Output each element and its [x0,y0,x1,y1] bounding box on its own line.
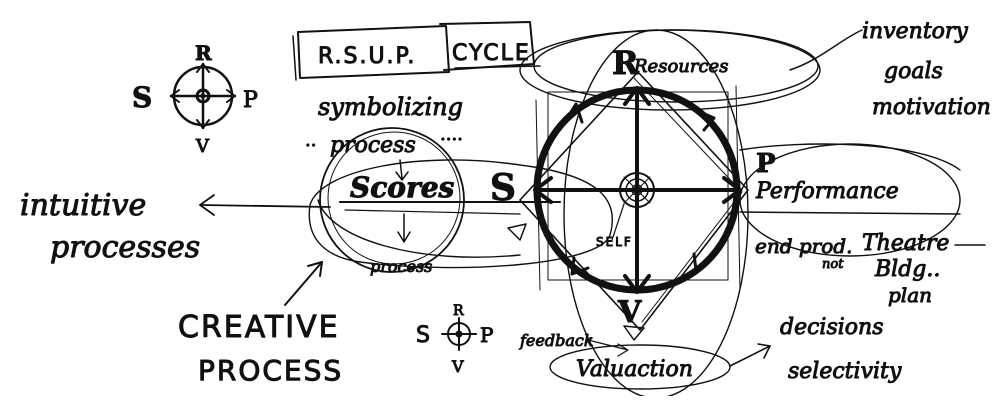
compass-bottom-p: P [480,323,493,347]
self-label: SELF [596,235,633,249]
scores-label: Scores [350,171,455,204]
compass-bottom-r: R [453,303,464,319]
self-center [620,173,654,207]
bldg-label: Bldg.. [874,257,940,282]
valuaction-label: Valuaction [576,357,693,382]
motivation-label: motivation [872,95,991,120]
scores-circle: symbolizing process .. .... Scores proce… [305,93,560,276]
not-label: not [822,257,844,272]
compass-top-v: V [195,136,210,157]
title-right-label: CYCLE [452,41,531,66]
processes-label: processes [50,230,200,265]
plan-label: plan [888,283,932,307]
cycle-s-label: S [490,167,516,209]
inventory-label: inventory [862,19,968,44]
creative-process: CREATIVE PROCESS [178,262,343,387]
theatre-label: Theatre [862,231,949,256]
compass-bottom-v: V [451,357,464,376]
symbolizing-label: symbolizing [318,93,463,121]
dots-right: .... [440,124,463,145]
compass-top-p: P [243,88,258,113]
creative-arrow [285,262,322,305]
compass-top-s: S [132,81,152,114]
resources-label: Resources [633,56,728,77]
decisions-arrow [730,346,770,366]
intuitive-label: intuitive [20,188,146,223]
process-top-label: process [330,133,416,158]
performance-label: Performance [755,179,899,204]
compass-small-top: R S P V [132,41,258,157]
performance-notes: end prod. not Theatre Bldg.. plan [740,212,985,307]
creative-label: CREATIVE [178,310,340,345]
compass-top-r: R [195,41,212,65]
intuitive-notes: intuitive processes [20,188,330,265]
goals-label: goals [884,59,943,84]
title-left-label: R.S.U.P. [318,44,416,69]
end-product-label: end prod. [755,234,852,258]
selectivity-label: selectivity [788,359,902,384]
process-bottom-label: process [370,257,432,276]
compass-bottom-s: S [416,323,432,348]
decisions-label: decisions [780,315,884,340]
title-box: R.S.U.P. CYCLE [293,22,540,80]
process-label: PROCESS [198,354,343,387]
cycle-v-label: V [617,295,642,330]
compass-small-bottom: R S P V [416,303,493,376]
feedback-label: feedback [519,331,594,350]
dots-left: .. [305,130,316,151]
cycle-p-label: P [756,149,776,179]
